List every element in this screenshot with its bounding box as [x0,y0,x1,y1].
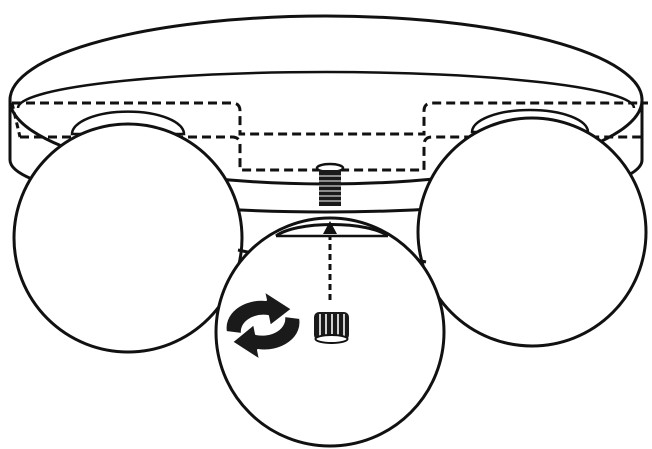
rotate-cycle-icon [224,290,302,361]
arrow-up-icon [323,221,337,300]
knurled-nut-icon [314,312,349,344]
threaded-insert-icon [315,162,345,206]
left-globe [12,110,244,354]
right-globe [416,108,648,348]
